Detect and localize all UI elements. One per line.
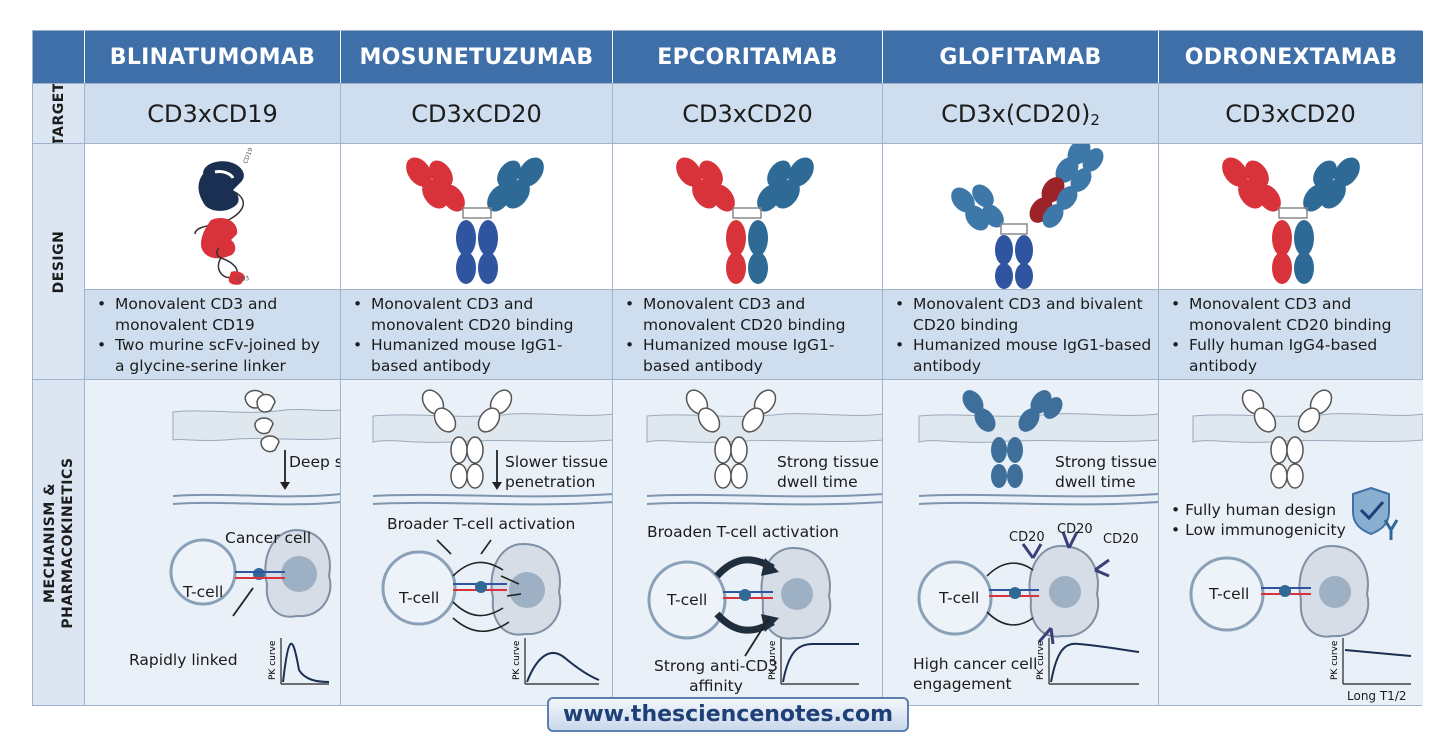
feature-item: • Low immunogenicity — [1171, 521, 1346, 539]
mechanism-label-line1: MECHANISM & — [41, 482, 58, 603]
igg-antibody-icon — [676, 157, 814, 284]
mechanism-label-line2: PHARMACOKINETICS — [59, 456, 76, 629]
design-bullets-epcoritamab: Monovalent CD3 and monovalent CD20 bindi… — [613, 289, 883, 379]
bullet-item: Humanized mouse IgG1-based antibody — [621, 335, 876, 376]
mech-activation-text: Broader T-cell activation — [387, 515, 576, 533]
cd20-label: CD20 — [1103, 532, 1139, 547]
mech-penetration-text: Strong tissue dwell time — [1055, 453, 1157, 491]
mech-penetration-text: Strong tissue dwell time — [777, 453, 879, 491]
mech-bottom-label: Strong anti-CD3 affinity — [654, 657, 778, 695]
target-blinatumomab: CD3xCD19 — [85, 83, 341, 143]
tcell-label: T-cell — [399, 589, 440, 607]
cd20-label: CD20 — [1009, 530, 1045, 545]
cd19-label: CD19 — [242, 147, 254, 165]
target-mosunetuzumab: CD3xCD20 — [341, 83, 613, 143]
pk-axis-label: PK curve — [512, 640, 522, 680]
bullet-item: Humanized mouse IgG1-based antibody — [349, 335, 606, 376]
target-label: TARGET — [50, 83, 67, 143]
bullet-item: Humanized mouse IgG1-based antibody — [891, 335, 1152, 376]
header-corner — [33, 31, 85, 83]
column-header-epcoritamab: EPCORITAMAB — [613, 31, 883, 83]
column-header-glofitamab: GLOFITAMAB — [883, 31, 1159, 83]
target-glofitamab-subscript: 2 — [1090, 110, 1100, 129]
feature-list: • Fully human design • Low immunogenicit… — [1171, 500, 1346, 540]
igg4-antibody-icon — [1222, 157, 1360, 284]
column-header-mosunetuzumab: MOSUNETUZUMAB — [341, 31, 613, 83]
mechanism-illustration: PK curve — [1189, 389, 1423, 685]
target-odronextamab: CD3xCD20 — [1159, 83, 1423, 143]
bullet-item: Monovalent CD3 and monovalent CD20 bindi… — [349, 294, 606, 335]
design-mosunetuzumab — [341, 143, 613, 289]
mech-penetration-text: Deep scFv construct — [289, 453, 340, 471]
tcell-label: T-cell — [939, 589, 980, 607]
feature-text: Fully human design — [1185, 501, 1337, 519]
mechanism-odronextamab: PK curve • Fully human design • Low immu… — [1159, 379, 1423, 705]
design-label: DESIGN — [50, 230, 67, 293]
trivalent-antibody-icon — [951, 144, 1104, 289]
bullet-item: Monovalent CD3 and bivalent CD20 binding — [891, 294, 1152, 335]
mechanism-epcoritamab: PK curve Strong tissue dwell time Broade… — [613, 379, 883, 705]
tcell-label: T-cell — [183, 583, 224, 601]
igg-antibody-icon — [406, 157, 544, 284]
mechanism-illustration: PK curve — [372, 389, 612, 685]
tcell-label: T-cell — [1209, 585, 1250, 603]
row-label-design: DESIGN — [33, 143, 85, 379]
bullet-item: Fully human IgG4-based antibody — [1167, 335, 1416, 376]
pk-axis-label: PK curve — [1036, 640, 1046, 680]
website-banner[interactable]: www.thesciencenotes.com — [547, 697, 909, 732]
design-glofitamab — [883, 143, 1159, 289]
column-header-odronextamab: ODRONEXTAMAB — [1159, 31, 1423, 83]
mech-top-label: Cancer cell — [225, 529, 312, 547]
bullet-item: Two murine scFv-joined by a glycine-seri… — [93, 335, 334, 376]
mechanism-illustration: PK curve — [917, 390, 1158, 685]
mech-bottom-label: Rapidly linked — [129, 651, 238, 669]
bullet-item: Monovalent CD3 and monovalent CD19 — [93, 294, 334, 335]
target-glofitamab: CD3x(CD20)2 — [883, 83, 1159, 143]
pk-axis-label: PK curve — [1330, 640, 1340, 680]
design-bullets-mosunetuzumab: Monovalent CD3 and monovalent CD20 bindi… — [341, 289, 613, 379]
target-epcoritamab: CD3xCD20 — [613, 83, 883, 143]
mechanism-illustration: PK curve — [169, 389, 340, 685]
row-label-mechanism: MECHANISM &PHARMACOKINETICS — [33, 379, 85, 705]
feature-item: • Fully human design — [1171, 501, 1337, 519]
mech-activation-text: Broaden T-cell activation — [647, 523, 839, 541]
design-blinatumomab: CD19 CD3 — [85, 143, 341, 289]
design-bullets-blinatumomab: Monovalent CD3 and monovalent CD19 Two m… — [85, 289, 341, 379]
comparison-table: BLINATUMOMAB MOSUNETUZUMAB EPCORITAMAB G… — [32, 30, 1423, 706]
mechanism-blinatumomab: PK curve Deep scFv construct Cancer cell… — [85, 379, 341, 705]
scfv-diagram-icon: CD19 CD3 — [194, 147, 255, 285]
shield-icon — [1352, 486, 1390, 536]
mechanism-label: MECHANISM &PHARMACOKINETICS — [41, 457, 77, 628]
column-header-blinatumomab: BLINATUMOMAB — [85, 31, 341, 83]
mechanism-illustration: PK curve — [646, 389, 882, 685]
row-label-target: TARGET — [33, 83, 85, 143]
design-bullets-odronextamab: Monovalent CD3 and monovalent CD20 bindi… — [1159, 289, 1423, 379]
target-glofitamab-text: CD3x(CD20) — [941, 99, 1091, 128]
bullet-item: Monovalent CD3 and monovalent CD20 bindi… — [621, 294, 876, 335]
tcell-label: T-cell — [667, 591, 708, 609]
mechanism-glofitamab: PK curve Strong tissue dwell time CD20 C… — [883, 379, 1159, 705]
mech-bottom-label: High cancer cell engagement — [913, 655, 1038, 693]
pk-axis-label: PK curve — [268, 640, 278, 680]
cd20-label: CD20 — [1057, 522, 1093, 537]
cd3-label: CD3 — [236, 275, 250, 284]
mech-penetration-text: Slower tissue penetration — [505, 453, 609, 491]
bullet-item: Monovalent CD3 and monovalent CD20 bindi… — [1167, 294, 1416, 335]
feature-text: Low immunogenicity — [1185, 521, 1346, 539]
pk-note: Long T1/2 — [1347, 689, 1407, 703]
pk-axis-label: PK curve — [768, 640, 778, 680]
design-bullets-glofitamab: Monovalent CD3 and bivalent CD20 binding… — [883, 289, 1159, 379]
design-odronextamab — [1159, 143, 1423, 289]
mechanism-mosunetuzumab: PK curve Slower tissue penetration Broad… — [341, 379, 613, 705]
design-epcoritamab — [613, 143, 883, 289]
